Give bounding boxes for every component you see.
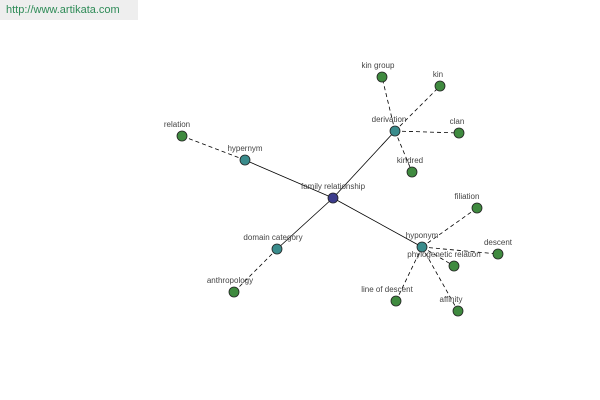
node-clan[interactable]: clan [450,117,465,139]
nodes-layer: family relationship hypernym derivation dom… [164,61,513,317]
edge-hyponym-to-filiation [421,207,478,248]
node-label-domain-category: domain category [243,233,302,242]
node-anthropology[interactable]: anthropology [207,276,253,298]
node-label-kindred: kindred [397,156,423,165]
node-line-of-descent[interactable]: line of descent [361,285,414,307]
node-marker-domain-category[interactable] [271,243,283,255]
node-label-hyponym: hyponym [406,231,439,240]
edge-hyponym-to-affinity [421,246,459,312]
node-relation[interactable]: relation [164,120,190,142]
node-hypernym[interactable]: hypernym [227,144,263,166]
edges-layer [181,76,499,312]
edge-derivation-to-kindred [394,130,413,173]
edge-hypernym-to-relation [181,135,246,161]
node-marker-line-of-descent[interactable] [390,295,402,307]
edge-family-relationship-to-hyponym [332,197,423,248]
node-label-derivation: derivation [372,115,407,124]
edge-family-relationship-to-hypernym [244,159,334,199]
node-hyponym[interactable]: hyponym [406,231,439,253]
node-label-descent: descent [484,238,513,247]
edge-derivation-to-kin [394,85,441,132]
edge-derivation-to-kin-group [381,76,396,132]
node-marker-anthropology[interactable] [228,286,240,298]
node-marker-derivation[interactable] [389,125,401,137]
node-label-relation: relation [164,120,190,129]
node-label-kin: kin [433,70,443,79]
edge-hyponym-to-line-of-descent [395,246,423,302]
node-kin-group[interactable]: kin group [362,61,395,83]
node-marker-kindred[interactable] [406,166,418,178]
node-filiation[interactable]: filiation [455,192,483,214]
node-descent[interactable]: descent [484,238,513,260]
edge-hyponym-to-descent [421,246,499,255]
node-marker-descent[interactable] [492,248,504,260]
node-label-line-of-descent: line of descent [361,285,413,294]
source-link[interactable]: http://www.artikata.com [6,4,120,16]
node-affinity[interactable]: affinity [440,295,464,317]
node-marker-hyponym[interactable] [416,241,428,253]
node-label-clan: clan [450,117,465,126]
edge-derivation-to-clan [394,130,460,134]
node-kin[interactable]: kin [433,70,446,92]
node-marker-kin-group[interactable] [376,71,388,83]
node-marker-affinity[interactable] [452,305,464,317]
node-phylogenetic-relation[interactable]: phylogenetic relation [407,250,481,272]
node-label-phylogenetic-relation: phylogenetic relation [407,250,480,259]
node-marker-kin[interactable] [434,80,446,92]
node-label-kin-group: kin group [362,61,395,70]
node-marker-family-relationship[interactable] [327,192,339,204]
node-marker-hypernym[interactable] [239,154,251,166]
node-domain-category[interactable]: domain category [243,233,303,255]
node-label-filiation: filiation [455,192,480,201]
node-kindred[interactable]: kindred [397,156,423,178]
node-marker-clan[interactable] [453,127,465,139]
node-label-hypernym: hypernym [227,144,262,153]
edge-family-relationship-to-derivation [332,130,396,199]
source-banner: http://www.artikata.com [0,0,138,20]
node-label-family-relationship: family relationship [301,182,366,191]
node-family-relationship[interactable]: family relationship [301,182,366,204]
node-derivation[interactable]: derivation [372,115,407,137]
edge-domain-category-to-anthropology [233,248,278,293]
node-marker-relation[interactable] [176,130,188,142]
node-marker-phylogenetic-relation[interactable] [448,260,460,272]
edge-family-relationship-to-domain-category [276,197,334,250]
edge-hyponym-to-phylogenetic-relation [421,246,455,267]
node-label-anthropology: anthropology [207,276,253,285]
node-marker-filiation[interactable] [471,202,483,214]
node-label-affinity: affinity [440,295,463,304]
